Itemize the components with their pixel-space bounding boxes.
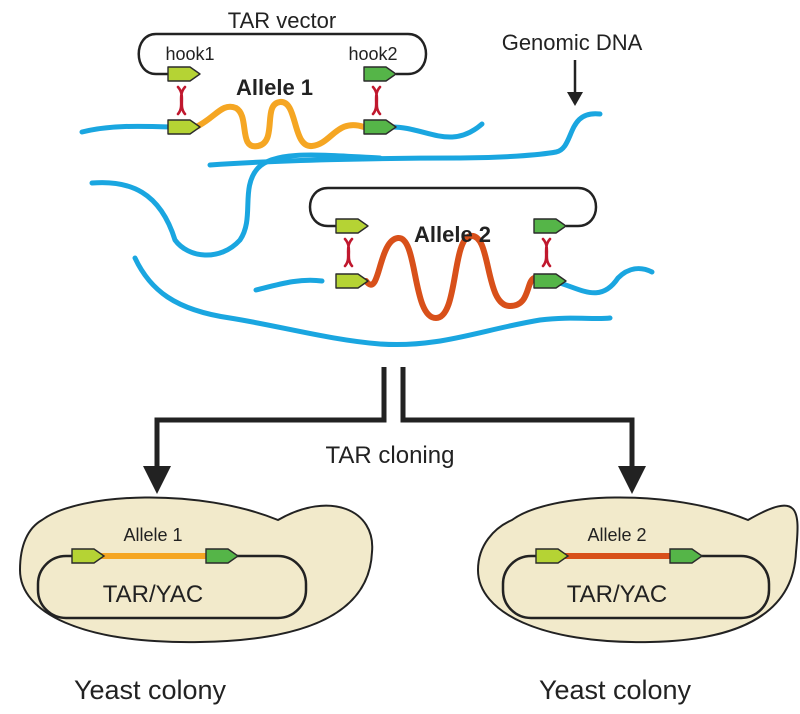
dna-strand-2 [89, 152, 383, 258]
dna-strand-1-right [387, 121, 485, 140]
crossover-icon [541, 237, 552, 268]
tar-cloning-label: TAR cloning [326, 442, 455, 469]
arrow-down-icon [143, 466, 171, 494]
hook2-vector-arrow-allele1 [363, 66, 397, 82]
right-yeast-colony: Allele 2 TAR/YAC [476, 496, 799, 644]
genomic-dna-pointer [567, 60, 583, 106]
arrow-down-icon [567, 92, 583, 106]
tar-vector-loop-1 [137, 32, 428, 76]
tar-vector-loops [137, 32, 598, 228]
hook2-vector-arrow-allele2 [533, 218, 567, 234]
right-colony-insert-label: Allele 2 [587, 525, 646, 545]
dna-strand-allele2-left [253, 277, 325, 293]
allele1-insert [193, 99, 367, 150]
hook1-genomic-site-allele2 [335, 273, 369, 289]
hook1-label: hook1 [165, 44, 214, 64]
hook2-genomic-site-allele2 [533, 273, 567, 289]
left-colony-plasmid-label: TAR/YAC [103, 581, 203, 608]
allele2-insert [363, 233, 537, 322]
dna-strand-allele2-right [553, 266, 655, 296]
crossover-marks [176, 85, 552, 268]
crossover-icon [176, 85, 187, 116]
hook1-genomic-site-allele1 [167, 119, 201, 135]
crossover-icon [371, 85, 382, 116]
tar-vector-loop-2 [308, 186, 598, 228]
dna-strand-1-left [79, 123, 175, 135]
hook2-arrow [669, 548, 704, 564]
right-colony-caption: Yeast colony [539, 675, 692, 705]
hook1-arrow [71, 548, 106, 564]
genomic-dna-strands [79, 111, 655, 348]
hook1-vector-arrow-allele2 [335, 218, 369, 234]
allele1-label: Allele 1 [236, 75, 313, 100]
crossover-icon [343, 237, 354, 268]
tar-vector-label: TAR vector [228, 8, 336, 33]
hook1-arrow [535, 548, 570, 564]
dna-strand-long [207, 111, 603, 168]
genomic-dna-label: Genomic DNA [502, 30, 643, 55]
hook2-genomic-site-allele1 [363, 119, 397, 135]
arrow-down-icon [618, 466, 646, 494]
right-colony-plasmid-label: TAR/YAC [567, 581, 667, 608]
tar-cloning-arrows [154, 367, 635, 470]
left-colony-caption: Yeast colony [74, 675, 227, 705]
hook1-vector-arrow-allele1 [167, 66, 201, 82]
dna-strand-3 [132, 255, 613, 348]
left-yeast-colony: Allele 1 TAR/YAC [18, 496, 374, 644]
left-branch-arrow [154, 367, 387, 470]
allele2-label: Allele 2 [414, 222, 491, 247]
hook2-label: hook2 [348, 44, 397, 64]
right-branch-arrow [400, 367, 635, 470]
hook-markers [167, 66, 567, 289]
hook2-arrow [205, 548, 240, 564]
left-colony-insert-label: Allele 1 [123, 525, 182, 545]
